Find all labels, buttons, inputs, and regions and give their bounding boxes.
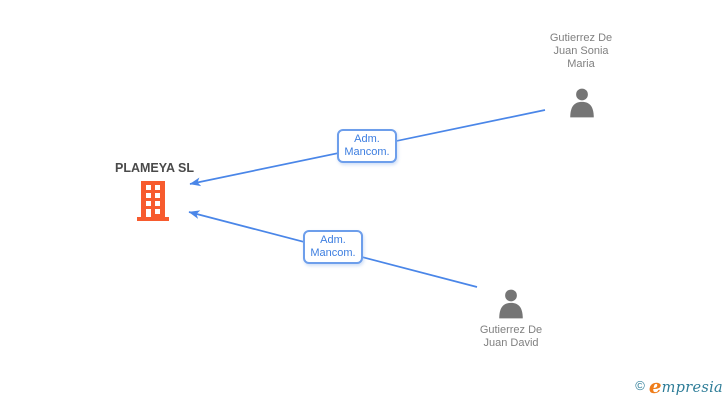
relation-label-box: Adm. Mancom. (303, 230, 363, 264)
brand-logo-initial: e (648, 374, 662, 398)
relation-label-box: Adm. Mancom. (337, 129, 397, 163)
brand-logo-text: mpresia (661, 380, 723, 396)
person-name-label: Gutierrez De Juan Sonia Maria (549, 32, 613, 70)
relation-label: Adm. Mancom. (310, 234, 356, 259)
person-name-label: Gutierrez De Juan David (479, 324, 543, 349)
copyright-icon: © (635, 378, 645, 393)
company-name-label: PLAMEYA SL (115, 161, 194, 175)
building-icon (137, 181, 169, 221)
person-icon (499, 289, 523, 319)
person-icon (570, 88, 594, 118)
brand-watermark: ©empresia (635, 374, 723, 398)
relation-label: Adm. Mancom. (344, 133, 390, 158)
